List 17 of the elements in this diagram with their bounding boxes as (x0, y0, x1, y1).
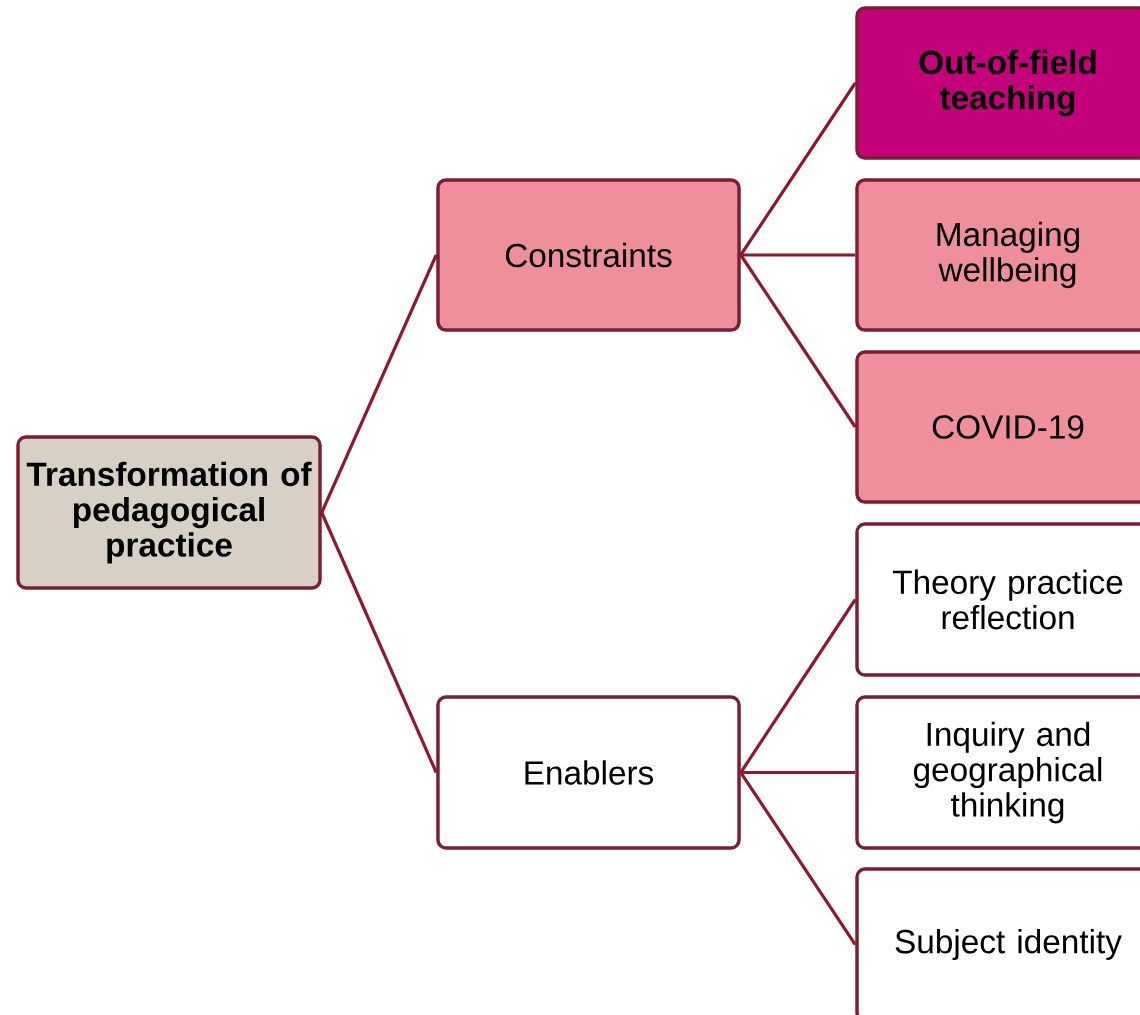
theme-box: Out-of-field teaching (855, 6, 1140, 160)
connector-line (739, 82, 857, 256)
connector-line (740, 253, 856, 257)
connector-line (320, 511, 438, 774)
connector-line (320, 254, 438, 514)
connector-line (739, 598, 857, 774)
theme-box: Subject identity (855, 867, 1140, 1015)
theme-box: Theory practice reflection (855, 522, 1140, 677)
theme-box: Managing wellbeing (855, 178, 1140, 332)
category-box: Enablers (436, 695, 741, 850)
connector-line (739, 771, 857, 946)
theme-box: Inquiry and geographical thinking (855, 695, 1140, 850)
connector-line (740, 770, 856, 775)
connector-line (739, 254, 857, 428)
root-box: Transformation of pedagogical practice (16, 435, 322, 590)
category-box: Constraints (436, 178, 741, 332)
theme-box: COVID-19 (855, 350, 1140, 504)
